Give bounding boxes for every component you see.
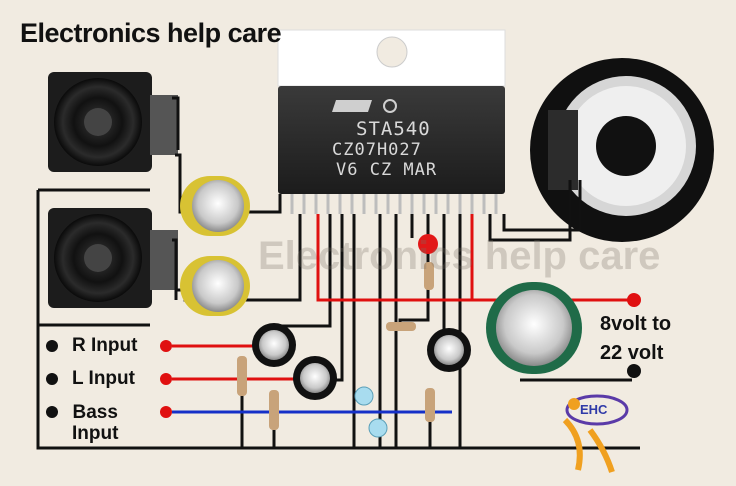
supply-ground-terminal[interactable] bbox=[627, 364, 641, 378]
supply-positive-terminal[interactable] bbox=[627, 293, 641, 307]
left-speaker-bottom bbox=[48, 208, 178, 308]
output-capacitor-bottom bbox=[180, 256, 250, 316]
input-capacitor-r bbox=[252, 323, 296, 367]
supply-voltage-label-1: 8volt to bbox=[600, 313, 672, 335]
input-capacitor-l bbox=[293, 356, 337, 400]
l-input-ground-terminal[interactable] bbox=[46, 373, 58, 385]
l-input-terminal[interactable] bbox=[160, 373, 172, 385]
resistors bbox=[237, 262, 435, 430]
diagram-title: Electronics help care bbox=[20, 18, 282, 48]
bypass-capacitor bbox=[427, 328, 471, 372]
l-input-label: L Input bbox=[72, 368, 135, 389]
bass-input-label-line2: Input bbox=[72, 423, 119, 444]
chip-mark-icon bbox=[383, 99, 397, 113]
ehc-logo-icon bbox=[562, 394, 629, 473]
bass-input-ground-terminal[interactable] bbox=[46, 406, 58, 418]
st-logo-icon bbox=[332, 100, 372, 112]
r-input-label: R Input bbox=[72, 335, 138, 356]
r-input-ground-terminal[interactable] bbox=[46, 340, 58, 352]
supply-voltage-label-2: 22 volt bbox=[600, 342, 664, 364]
terminals bbox=[46, 293, 641, 418]
output-capacitor-top bbox=[180, 176, 250, 236]
bass-input-label-line1: Bass bbox=[72, 402, 118, 423]
chip-model-label: STA540 bbox=[356, 118, 431, 140]
ic-pins bbox=[290, 194, 498, 214]
watermark-text: Electronics help care bbox=[258, 234, 661, 278]
chip-code-label-2: V6 CZ MAR bbox=[336, 160, 438, 180]
bass-input-terminal[interactable] bbox=[160, 406, 172, 418]
subwoofer bbox=[530, 58, 714, 242]
led-indicator bbox=[418, 234, 438, 254]
left-speaker-top bbox=[48, 72, 178, 172]
bass-input-label: Bass Input bbox=[72, 402, 118, 444]
supply-capacitor bbox=[486, 282, 582, 374]
ehc-logo-text: EHC bbox=[580, 402, 608, 417]
ceramic-capacitors bbox=[354, 386, 388, 438]
chip-code-label-1: CZ07H027 bbox=[332, 140, 422, 160]
r-input-terminal[interactable] bbox=[160, 340, 172, 352]
amplifier-ic bbox=[277, 29, 506, 214]
